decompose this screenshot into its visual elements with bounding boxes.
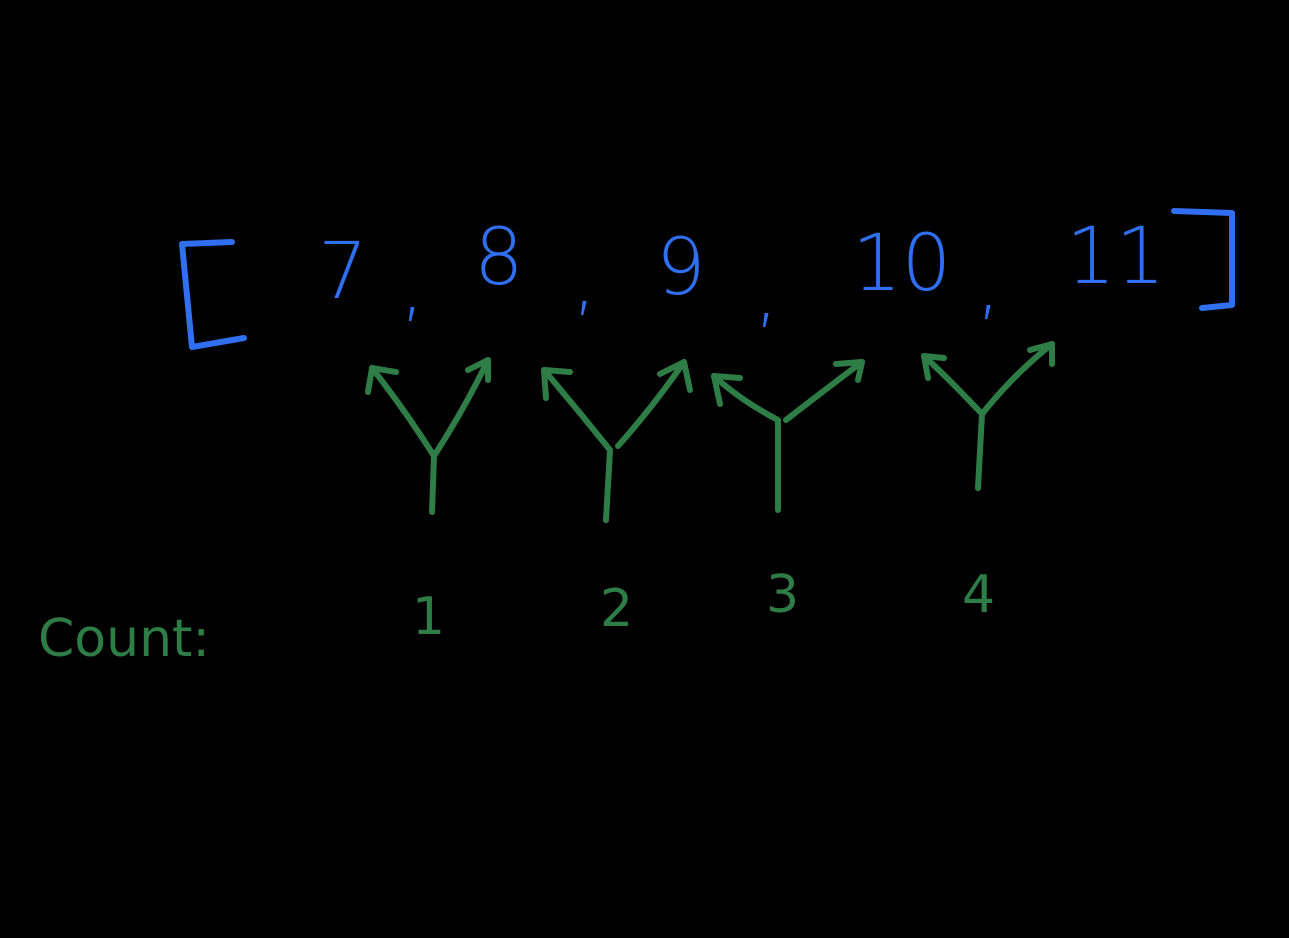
array-comma: , — [976, 239, 1001, 329]
array-comma: , — [572, 235, 597, 325]
array-value-11: 11 — [1066, 212, 1165, 302]
pair-connector-4 — [921, 341, 1055, 491]
array-comma: , — [400, 241, 425, 331]
count-label: Count: — [38, 609, 210, 669]
count-value-4: 4 — [962, 565, 995, 625]
array-open-bracket — [179, 239, 247, 350]
count-value-1: 1 — [412, 587, 445, 647]
array-value-8: 8 — [474, 213, 524, 303]
count-value-3: 3 — [766, 565, 799, 625]
array-comma: , — [754, 247, 779, 337]
pair-connector-1 — [365, 357, 491, 515]
array-value-9: 9 — [656, 223, 706, 313]
array-close-bracket — [1171, 208, 1235, 311]
count-value-2: 2 — [600, 579, 633, 639]
pair-connector-2 — [541, 359, 693, 523]
pair-connector-3 — [711, 359, 865, 513]
array-value-10: 10 — [852, 219, 951, 309]
array-value-7: 7 — [318, 227, 368, 317]
